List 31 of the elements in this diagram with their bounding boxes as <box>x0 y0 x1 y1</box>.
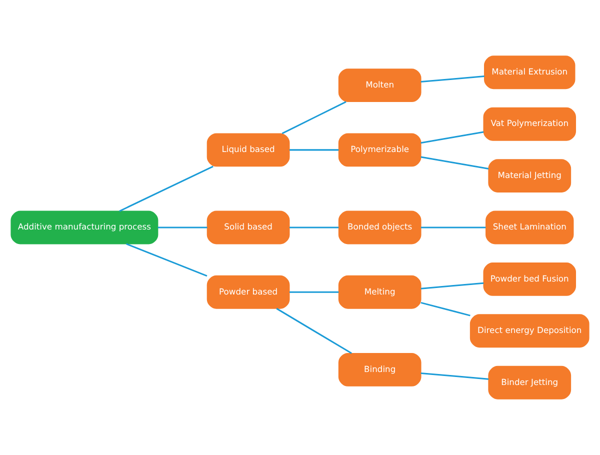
node-box: Molten <box>338 68 422 102</box>
connector <box>119 166 214 212</box>
node-box: Powder based <box>206 275 290 309</box>
node-box: Additive manufacturing process <box>10 210 158 244</box>
node-box: Binding <box>338 352 422 386</box>
connector <box>289 291 339 293</box>
node-box: Direct energy Deposition <box>470 314 590 348</box>
connector <box>420 76 484 83</box>
node-box: Vat Polymerization <box>483 107 576 141</box>
node-box: Material Jetting <box>488 159 572 193</box>
connector <box>289 149 339 151</box>
connector <box>420 372 489 380</box>
connector <box>282 101 346 134</box>
node-box: Binder Jetting <box>488 366 572 400</box>
node-box: Liquid based <box>206 133 290 167</box>
connector <box>276 308 352 354</box>
connector <box>420 226 486 228</box>
connector <box>420 156 489 170</box>
connector <box>158 226 208 228</box>
connector <box>420 302 470 316</box>
node-box: Melting <box>338 275 422 309</box>
connector <box>126 243 208 277</box>
node-box: Powder bed Fusion <box>483 262 576 296</box>
node-box: Material Extrusion <box>484 56 576 90</box>
connector <box>420 131 484 144</box>
node-box: Solid based <box>206 210 290 244</box>
connector <box>289 226 339 228</box>
node-box: Polymerizable <box>338 133 422 167</box>
node-box: Sheet Lamination <box>486 210 574 244</box>
node-box: Bonded objects <box>338 210 422 244</box>
connector <box>420 282 484 290</box>
